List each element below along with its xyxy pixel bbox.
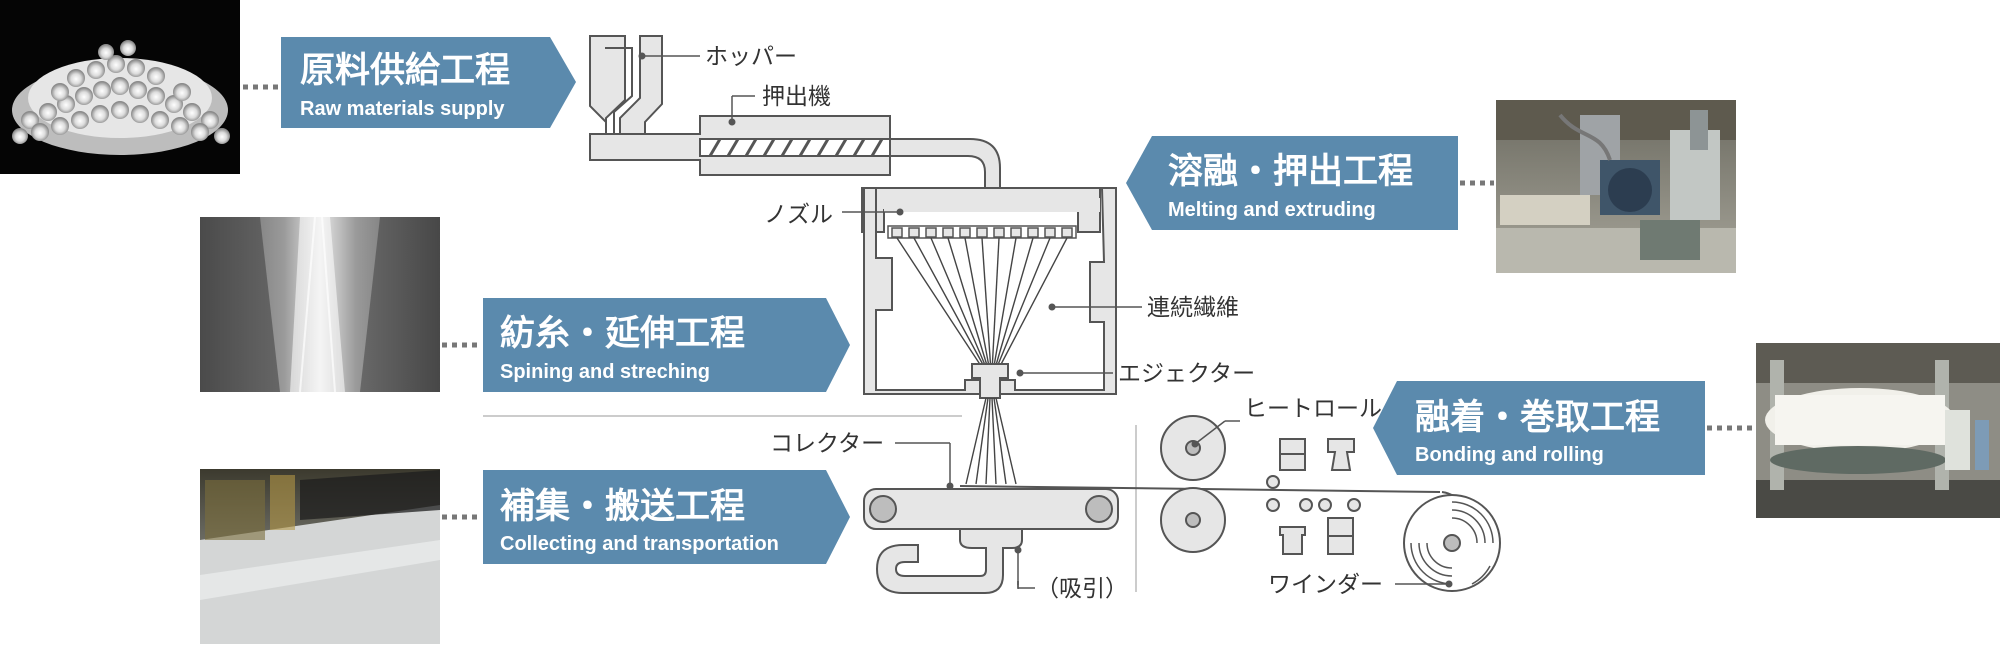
winder-roll xyxy=(1403,494,1501,592)
label-suction: （吸引） xyxy=(1036,576,1128,602)
tension-units xyxy=(1279,438,1355,555)
label-winder: ワインダー xyxy=(1268,572,1383,598)
suction-duct xyxy=(875,528,1023,594)
label-heat-roll: ヒートロール xyxy=(1244,396,1382,422)
label-extruder: 押出機 xyxy=(762,84,831,110)
step-melting: 溶融・押出工程 Melting and extruding xyxy=(1126,136,1458,230)
step-spinning: 紡糸・延伸工程 Spining and streching xyxy=(483,298,850,392)
collector-roller xyxy=(869,495,897,523)
fiber-spray xyxy=(965,397,1017,485)
step-title-en: Collecting and transportation xyxy=(500,533,779,555)
extruder-machine-photo xyxy=(1496,100,1736,273)
step-title-jp: 溶融・押出工程 xyxy=(1168,152,1413,192)
step-collecting: 補集・搬送工程 Collecting and transportation xyxy=(483,470,850,564)
resin-pellets-photo xyxy=(0,0,240,174)
step-title-jp: 融着・巻取工程 xyxy=(1415,398,1660,438)
label-collector: コレクター xyxy=(770,431,884,457)
ejector xyxy=(971,363,1009,399)
label-ejector: エジェクター xyxy=(1118,361,1255,387)
leader-dots xyxy=(638,52,1453,588)
step-title-en: Raw materials supply xyxy=(300,98,505,120)
step-title-jp: 補集・搬送工程 xyxy=(500,487,745,527)
step-title-jp: 紡糸・延伸工程 xyxy=(500,314,745,354)
step-title-en: Bonding and rolling xyxy=(1415,444,1604,466)
step-title-en: Spining and streching xyxy=(500,361,710,383)
step-raw-materials: 原料供給工程 Raw materials supply xyxy=(281,37,576,128)
rolling-machine-photo xyxy=(1756,343,2000,518)
label-continuous-fibers: 連続繊維 xyxy=(1147,295,1239,321)
step-title-jp: 原料供給工程 xyxy=(300,51,510,91)
step-bonding: 融着・巻取工程 Bonding and rolling xyxy=(1373,381,1705,475)
label-nozzle: ノズル xyxy=(764,202,833,228)
continuous-fibers xyxy=(896,237,1068,373)
guide-rollers xyxy=(1266,475,1361,512)
spinning-fibers-photo xyxy=(200,216,440,393)
collector-roller xyxy=(1085,495,1113,523)
hopper xyxy=(589,35,663,151)
conveyor-photo xyxy=(200,469,440,644)
step-title-en: Melting and extruding xyxy=(1168,199,1376,221)
label-hopper: ホッパー xyxy=(705,44,797,70)
collector-belt xyxy=(863,488,1119,530)
